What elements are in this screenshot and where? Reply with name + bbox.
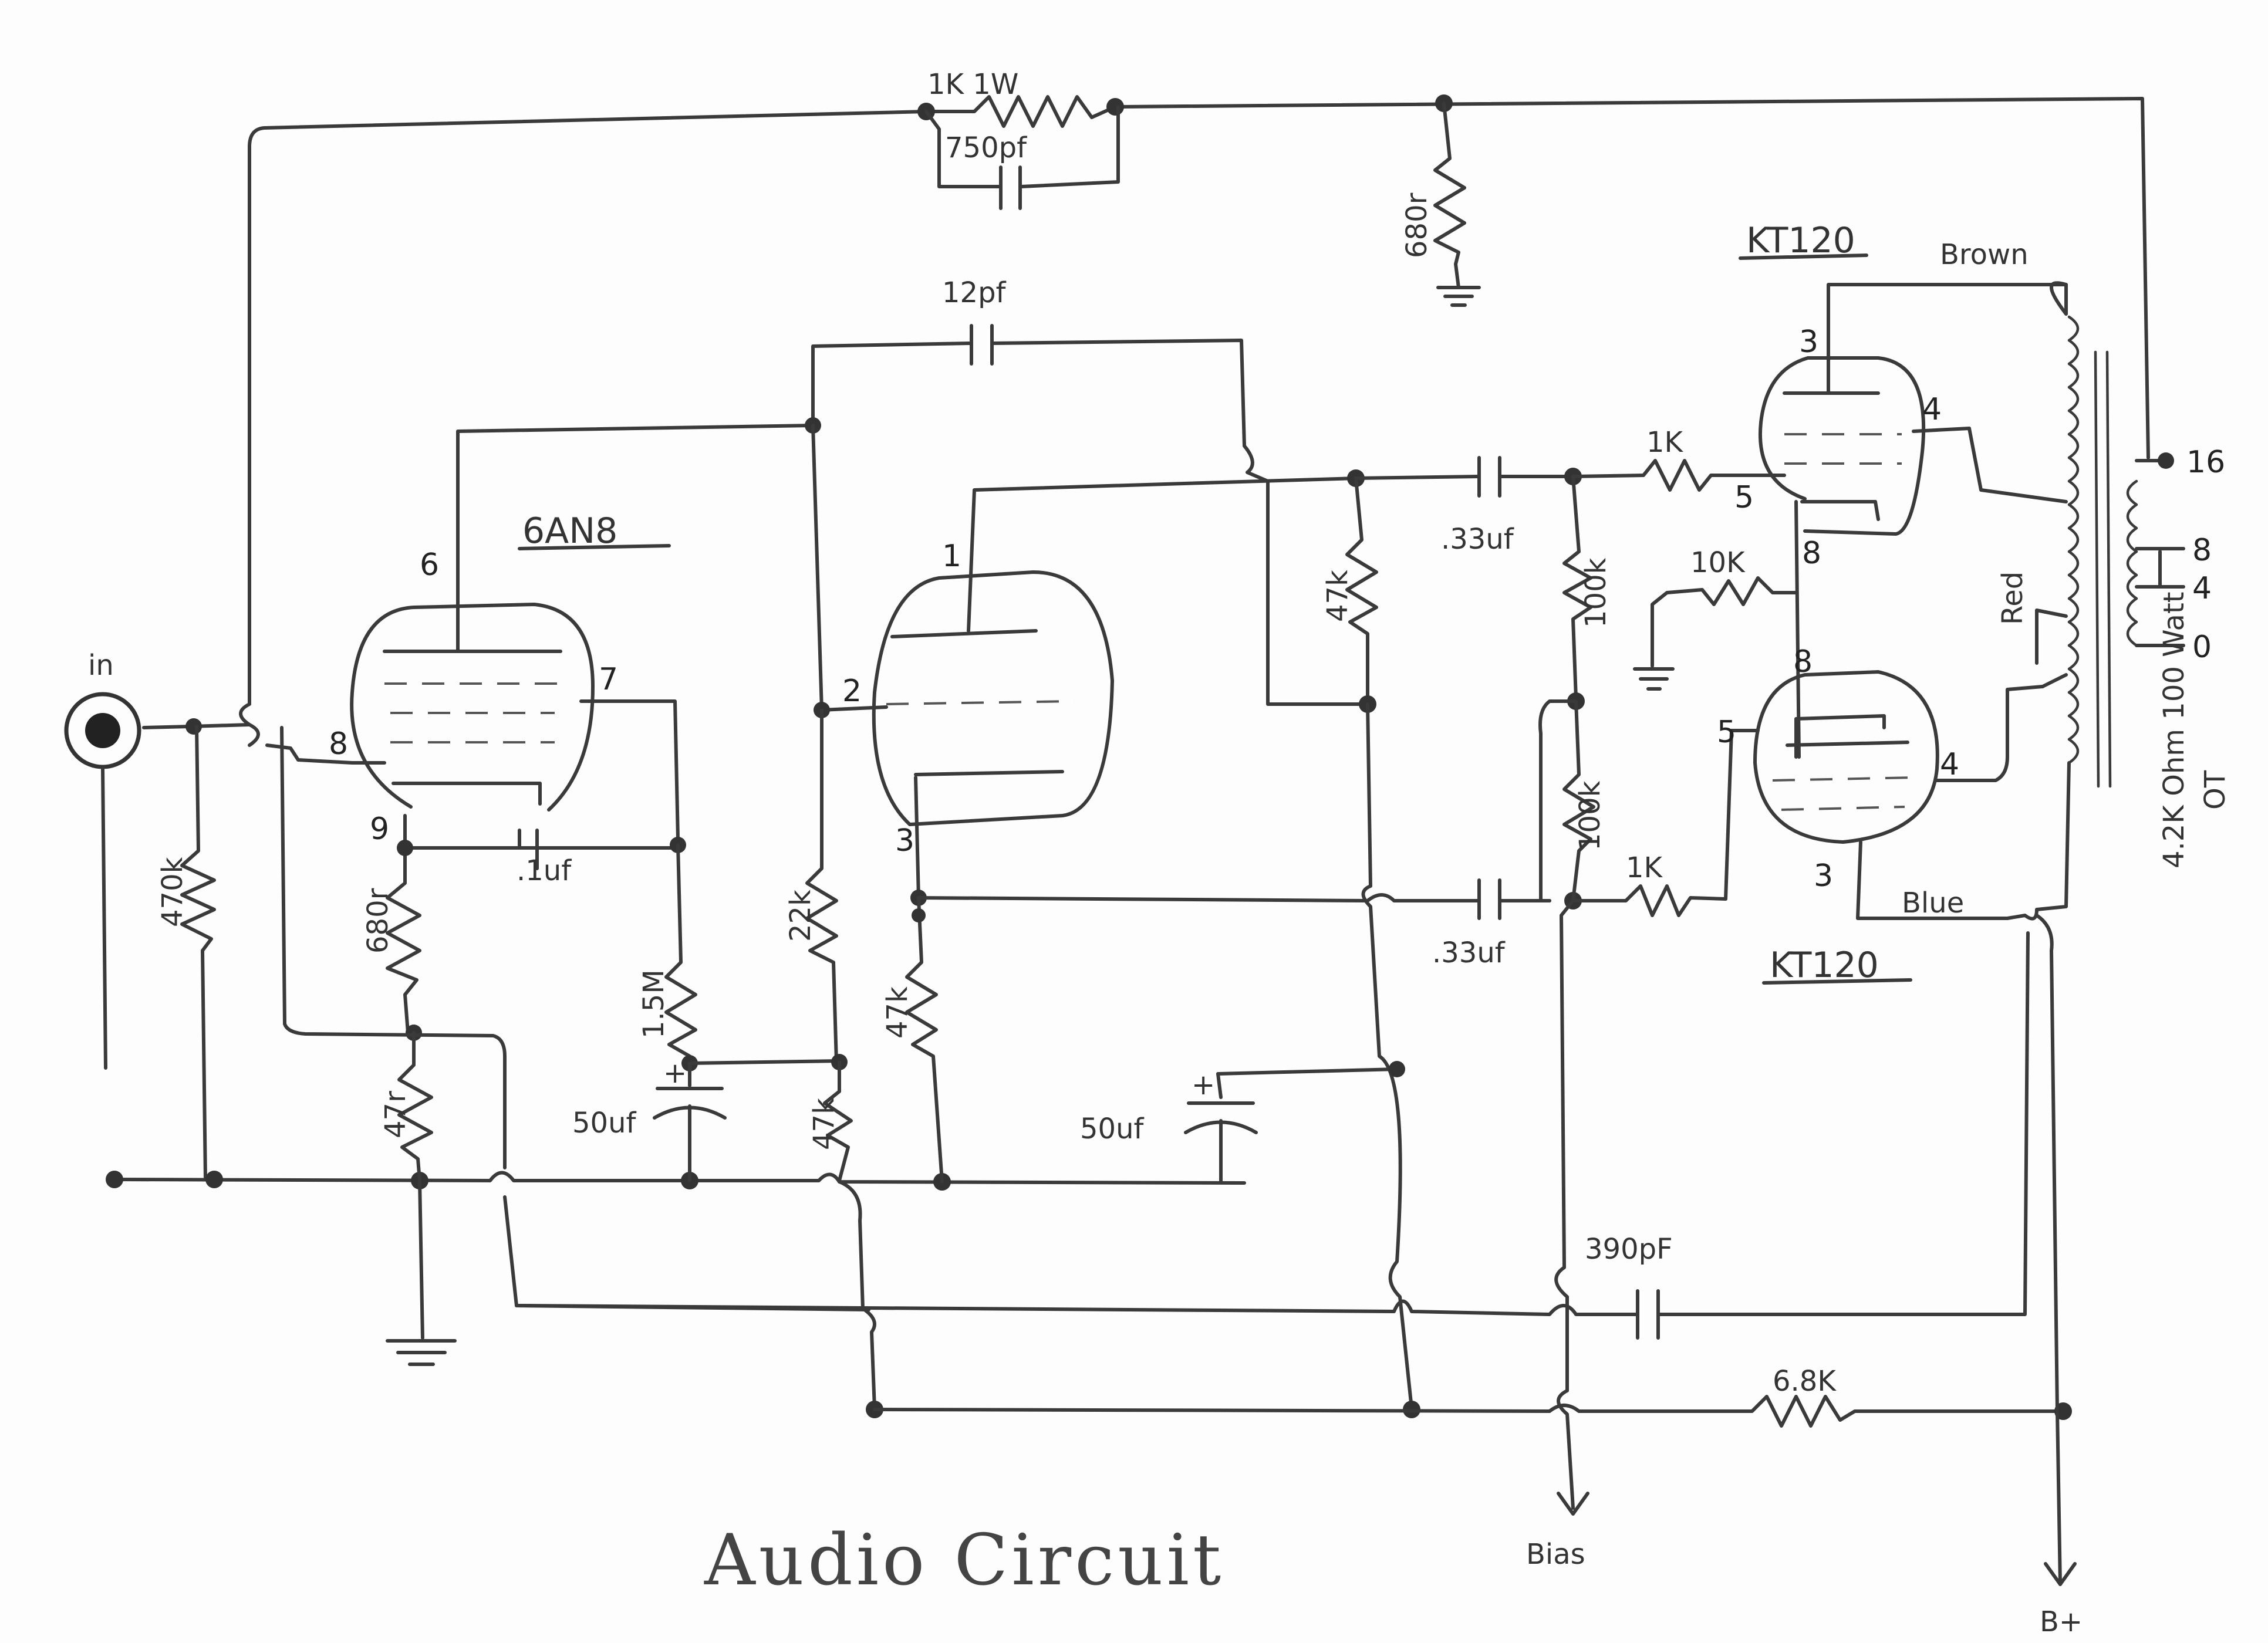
pin-kt120b-3: 3	[1814, 858, 1833, 894]
tube-6an8	[350, 424, 815, 841]
label-resistor-680r: 680r	[362, 888, 394, 954]
pin-kt120a-8: 8	[1802, 536, 1821, 571]
resistor-47k-plate	[1345, 469, 1420, 1418]
input-jack[interactable]	[64, 692, 141, 769]
tap-0: 0	[2192, 630, 2212, 665]
pin-triode-1: 1	[942, 539, 961, 574]
label-resistor-100k-bottom: 100k	[1574, 780, 1607, 851]
label-capacitor-50uf-a: 50uf	[572, 1107, 637, 1140]
feedback-loop-wire	[239, 97, 2150, 747]
label-capacitor-50uf-b: 50uf	[1080, 1113, 1145, 1145]
label-feedback-resistor: 1K 1W	[927, 68, 1018, 101]
pin-kt120b-4: 4	[1940, 747, 1959, 782]
feedback-capacitor-390pf	[515, 931, 2030, 1340]
bias-grid-network	[1538, 475, 1595, 1516]
pin-kt120b-5: 5	[1717, 715, 1736, 750]
resistor-10k-screen	[1633, 576, 1798, 691]
pin-kt120a-5: 5	[1734, 480, 1754, 515]
feedback-resistor-1k	[917, 95, 1124, 128]
pin-kt120a-3: 3	[1799, 324, 1818, 360]
feedback-capacitor-750pf	[924, 105, 1120, 210]
svg-text:+: +	[663, 1057, 687, 1090]
label-brown-lead: Brown	[1940, 238, 2029, 271]
triode-second-stage	[872, 476, 1358, 900]
capacitor-50uf-b: +	[1184, 1061, 1405, 1184]
label-resistor-47k-cathode: 47k	[881, 986, 914, 1039]
pin-6an8-8: 8	[329, 726, 348, 762]
pin-kt120a-4: 4	[1922, 392, 1942, 427]
label-blue-lead: Blue	[1902, 887, 1964, 919]
label-resistor-22k: 22k	[784, 890, 817, 942]
capacitor-50uf-a: +	[653, 1057, 727, 1182]
label-capacitor-390pf: 390pF	[1585, 1233, 1673, 1266]
label-resistor-47k-plate: 47k	[1321, 570, 1354, 622]
bplus-rail	[873, 914, 2077, 1586]
ground-rail	[106, 1171, 1246, 1191]
tap-8: 8	[2192, 533, 2212, 568]
pin-6an8-7: 7	[599, 662, 618, 697]
tube-name-kt120-bottom: KT120	[1770, 945, 1879, 986]
grid-stopper-1k-bottom	[1571, 729, 1760, 917]
pin-triode-2: 2	[842, 674, 862, 709]
label-capacitor-12pf: 12pf	[942, 276, 1007, 309]
label-resistor-1-5m: 1.5M	[637, 969, 670, 1039]
capacitor-33uf-bottom	[1477, 878, 1582, 920]
tube-kt120-top	[1759, 283, 2068, 759]
pin-kt120b-8: 8	[1793, 644, 1813, 679]
pin-6an8-6: 6	[420, 547, 439, 583]
label-resistor-47k-low: 47k	[808, 1098, 841, 1150]
label-output-transformer: OT	[2199, 770, 2232, 810]
tube-kt120-bottom	[1753, 670, 2044, 920]
underline-kt120-top	[1739, 253, 1868, 260]
secondary-taps	[2135, 452, 2185, 647]
capacitor-12pf	[805, 324, 1369, 706]
label-resistor-10k: 10K	[1690, 546, 1746, 579]
rail-label-bplus: B+	[2040, 1605, 2083, 1638]
tube-name-6an8: 6AN8	[522, 511, 617, 552]
svg-text:+: +	[1192, 1069, 1215, 1101]
label-feedback-capacitor: 750pf	[945, 131, 1027, 164]
capacitor-33uf-top	[1354, 456, 1582, 498]
label-resistor-6-8k: 6.8K	[1773, 1365, 1837, 1398]
resistor-680-top-to-ground	[1433, 94, 1481, 307]
label-grid-stopper-1k-top: 1K	[1646, 426, 1684, 459]
label-capacitor-33uf-top: .33uf	[1441, 523, 1514, 556]
ground-symbol-bottom	[386, 1179, 457, 1366]
label-transformer-spec: 4.2K Ohm 100 Watt	[2158, 591, 2191, 868]
label-capacitor-33uf-bottom: .33uf	[1432, 937, 1506, 969]
underline-6an8	[518, 544, 671, 550]
tap-4: 4	[2192, 571, 2212, 606]
pin-triode-3: 3	[895, 823, 914, 858]
label-resistor-100k-top: 100k	[1580, 557, 1612, 628]
input-label: in	[88, 649, 114, 682]
grid-stopper-1k-top	[1571, 459, 1780, 492]
output-transformer	[2006, 281, 2138, 921]
label-red-lead: Red	[1996, 572, 2029, 625]
cathode-network-second-stage	[905, 890, 1481, 1184]
label-resistor-470k: 470k	[156, 857, 189, 927]
pin-6an8-9: 9	[370, 812, 389, 847]
grid-network-second-stage	[805, 424, 888, 1418]
label-grid-stopper-1k-bottom: 1K	[1626, 851, 1663, 884]
tap-16: 16	[2186, 445, 2225, 480]
underline-kt120-bottom	[1762, 978, 1912, 985]
diagram-title: Audio Circuit	[704, 1520, 1224, 1601]
rail-label-bias: Bias	[1526, 1538, 1585, 1571]
label-resistor-680-top: 680r	[1400, 192, 1433, 258]
label-resistor-47r: 47r	[379, 1091, 412, 1138]
input-wiring	[101, 718, 386, 1181]
label-capacitor-1uf: .1uf	[517, 854, 572, 887]
